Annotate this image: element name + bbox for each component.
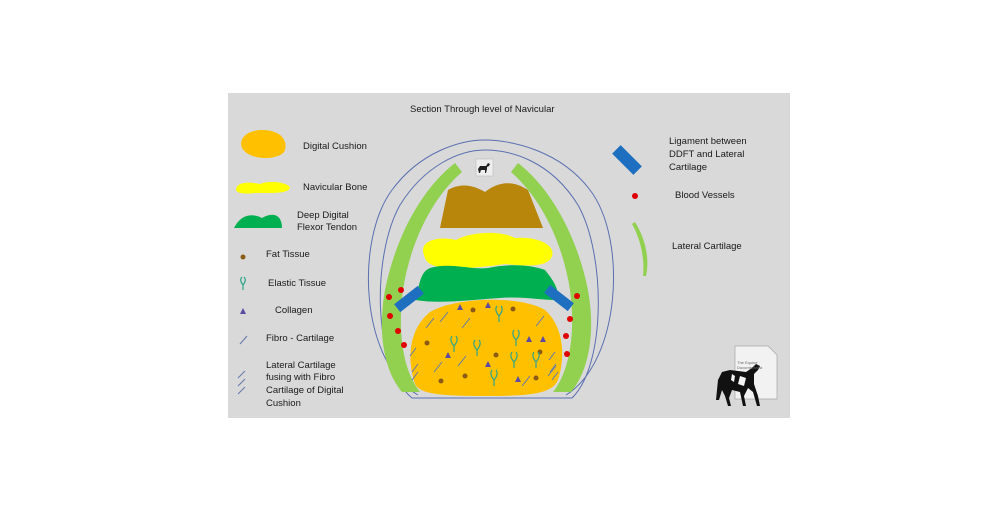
legend-label-fat-tissue: Fat Tissue <box>266 249 310 261</box>
legend-label-ddft-line2: Flexor Tendon <box>297 222 357 234</box>
legend-label-fibro-cartilage: Fibro - Cartilage <box>266 333 334 345</box>
legend-label-fusing-line1: Lateral Cartilage <box>266 360 336 372</box>
fat-tissue-dot <box>241 255 246 260</box>
watermark-text-line2: Documentalist <box>737 365 762 370</box>
ligament-swatch <box>612 145 642 175</box>
legend-label-ddft-line1: Deep Digital <box>297 210 349 222</box>
digital-cushion <box>410 300 562 396</box>
legend-label-fusing-line4: Cushion <box>266 398 301 410</box>
legend-label-lateral-cartilage: Lateral Cartilage <box>672 241 742 253</box>
lateral-cartilage-swatch <box>632 222 647 276</box>
legend-label-blood-vessels: Blood Vessels <box>675 190 735 202</box>
legend-label-ligament-line1: Ligament between <box>669 136 747 148</box>
legend-label-elastic-tissue: Elastic Tissue <box>268 278 326 290</box>
blood-vessel-dot <box>632 193 638 199</box>
ddft-swatch <box>234 215 282 228</box>
navicular-bone-swatch <box>236 182 290 194</box>
legend-label-navicular-bone: Navicular Bone <box>303 182 367 194</box>
diagram-title: Section Through level of Navicular <box>410 104 555 116</box>
legend-label-fusing-line3: Cartilage of Digital <box>266 385 344 397</box>
deep-digital-flexor-tendon <box>415 265 558 301</box>
digital-cushion-swatch <box>241 130 285 158</box>
collagen-triangle <box>240 308 246 314</box>
fibro-cartilage-line <box>240 336 247 344</box>
coffin-bone <box>440 183 543 228</box>
legend-label-collagen: Collagen <box>275 305 313 317</box>
legend-label-digital-cushion: Digital Cushion <box>303 141 367 153</box>
legend-label-ligament-line2: DDFT and Lateral <box>669 149 744 161</box>
elastic-tissue-glyph <box>241 277 246 290</box>
legend-label-fusing-line2: fusing with Fibro <box>266 372 335 384</box>
legend-label-ligament-line3: Cartilage <box>669 162 707 174</box>
navicular-bone <box>423 233 553 268</box>
fusing-lines <box>238 371 245 394</box>
